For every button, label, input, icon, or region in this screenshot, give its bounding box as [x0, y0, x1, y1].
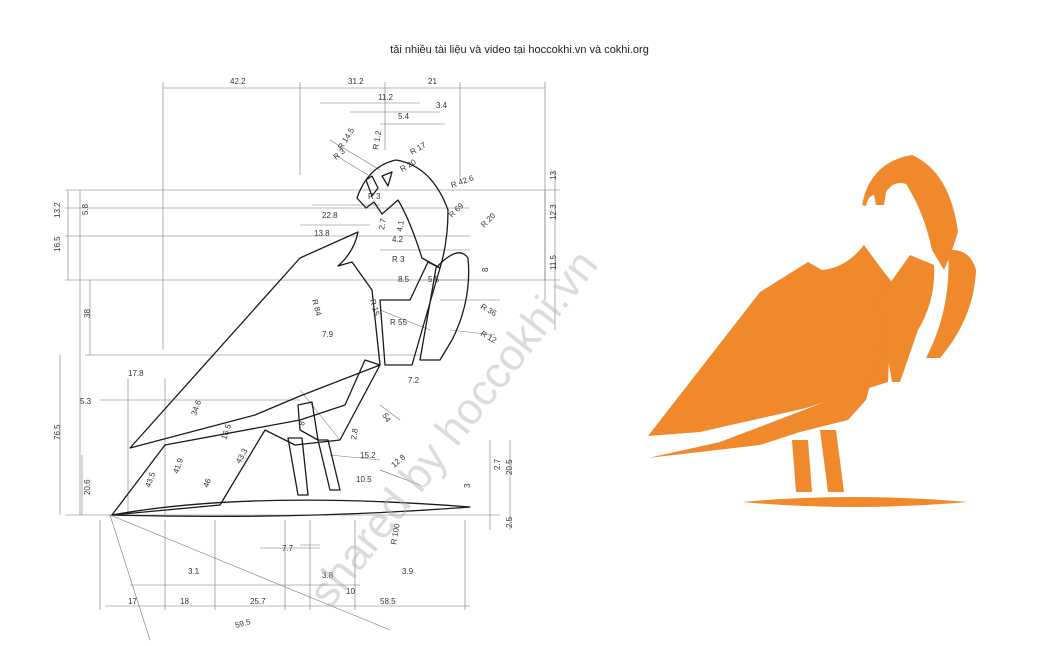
dimension-label: 16.5	[219, 422, 233, 440]
dimension-label: R 20	[479, 211, 498, 230]
dimension-label: 7.9	[322, 330, 334, 339]
dimension-line	[334, 154, 369, 176]
dimension-label: 42.2	[230, 77, 246, 86]
dimension-label: 11.5	[549, 254, 558, 270]
dimension-label: R 17	[409, 140, 429, 157]
outline-segment	[365, 175, 379, 197]
dimension-label: 16.5	[53, 236, 62, 252]
bird-outline	[111, 159, 471, 518]
outline-segment	[379, 261, 441, 366]
dimension-label: 58.5	[380, 597, 396, 606]
dimension-label: 3.4	[436, 101, 448, 110]
outline-segment	[297, 401, 319, 441]
outline-segment	[111, 499, 471, 518]
outline-segment	[381, 171, 393, 187]
dimension-label: R 42.6	[450, 173, 476, 190]
dimension-label: 4.1	[395, 219, 406, 232]
dimension-label: R 69	[447, 201, 466, 220]
outline-segment	[111, 359, 381, 516]
dimension-label: 2.5	[505, 516, 514, 528]
dimension-label: 25.7	[250, 597, 266, 606]
dimension-label: R 55	[390, 318, 407, 327]
dimension-label: R 20	[399, 157, 419, 174]
logo-shape	[820, 430, 844, 492]
dimension-label: 13.2	[53, 202, 62, 218]
dimension-label: 7.2	[408, 376, 420, 385]
dimension-label: 11.2	[378, 93, 394, 102]
outline-segment	[356, 159, 449, 269]
dimension-line	[109, 514, 391, 631]
dimension-label: 76.5	[53, 424, 62, 440]
dimension-label: 3.9	[402, 567, 414, 576]
dimension-line	[449, 329, 496, 336]
orange-bird-logo	[648, 155, 976, 507]
dimension-label: 38	[83, 309, 92, 318]
dimension-label: 31.2	[348, 77, 364, 86]
dimension-label: 2.7	[377, 217, 388, 230]
dimension-label: 2.8	[349, 427, 360, 440]
dimension-label: 12.3	[549, 204, 558, 220]
outline-segment	[129, 231, 381, 449]
dimension-line	[329, 454, 381, 461]
dimension-line	[379, 404, 401, 421]
dimension-label: 21	[428, 77, 437, 86]
dimension-label: R 15	[368, 298, 381, 317]
dimension-label: 46	[201, 477, 213, 489]
logo-shape	[878, 255, 935, 382]
logo-shape	[792, 440, 812, 492]
logo-shape	[648, 350, 880, 458]
dimension-label: R 84	[310, 298, 323, 317]
dimension-label: 5.4	[398, 112, 410, 121]
dimension-label: 43.5	[143, 470, 157, 488]
dimension-label: 17.8	[128, 369, 144, 378]
dimension-label: 2.7	[493, 458, 502, 470]
outline-segment	[419, 252, 470, 361]
dimension-label: 59.5	[234, 617, 252, 630]
dimension-line	[299, 389, 341, 441]
dimension-label: 5.3	[80, 397, 92, 406]
dimension-label: 3	[463, 483, 472, 488]
dimension-label: 15.2	[360, 451, 376, 460]
dimension-label: R 3	[392, 255, 405, 264]
dimension-label: 18	[180, 597, 189, 606]
dimension-label: 3.1	[188, 567, 200, 576]
dimension-line	[379, 469, 421, 486]
dimension-label: 7.7	[282, 544, 294, 553]
dimension-label: 10.5	[356, 475, 372, 484]
dimension-line	[379, 309, 431, 331]
dimension-label: 8	[297, 420, 307, 426]
logo-shape	[926, 249, 976, 358]
dimension-label: 8.5	[398, 275, 410, 284]
dimension-label: 34.6	[189, 398, 203, 416]
dimension-label: 41.9	[171, 456, 185, 474]
dimension-label: R 1.2	[371, 129, 383, 150]
dimension-label: R 100	[389, 522, 402, 545]
outline-segment	[317, 439, 341, 491]
dimension-label: 17	[128, 597, 137, 606]
dimension-label: 20.6	[83, 479, 92, 495]
dimension-label: 22.8	[322, 211, 338, 220]
logo-shape	[862, 155, 958, 270]
dimension-label: R 36	[479, 302, 499, 319]
outline-segment	[287, 437, 309, 496]
dimension-label: 5.5	[428, 275, 440, 284]
dimension-label: 20.5	[505, 459, 514, 475]
dimension-label: 5.8	[81, 203, 90, 215]
logo-shape	[648, 245, 892, 436]
dimension-label: R 3	[368, 192, 381, 201]
dimension-line	[329, 139, 381, 171]
dimension-label: 13	[549, 171, 558, 180]
header-text: tải nhiều tài liệu và video tại hoccokhi…	[390, 44, 649, 56]
dimension-line	[109, 514, 151, 641]
dimension-label: 4.2	[392, 235, 404, 244]
dimension-label: 43.3	[234, 447, 250, 465]
dimension-label: 10	[346, 587, 355, 596]
dimension-label: 13.8	[314, 229, 330, 238]
logo-shape	[742, 497, 968, 507]
dimension-label: 3.8	[322, 571, 334, 580]
dimension-label: 8	[481, 267, 490, 272]
